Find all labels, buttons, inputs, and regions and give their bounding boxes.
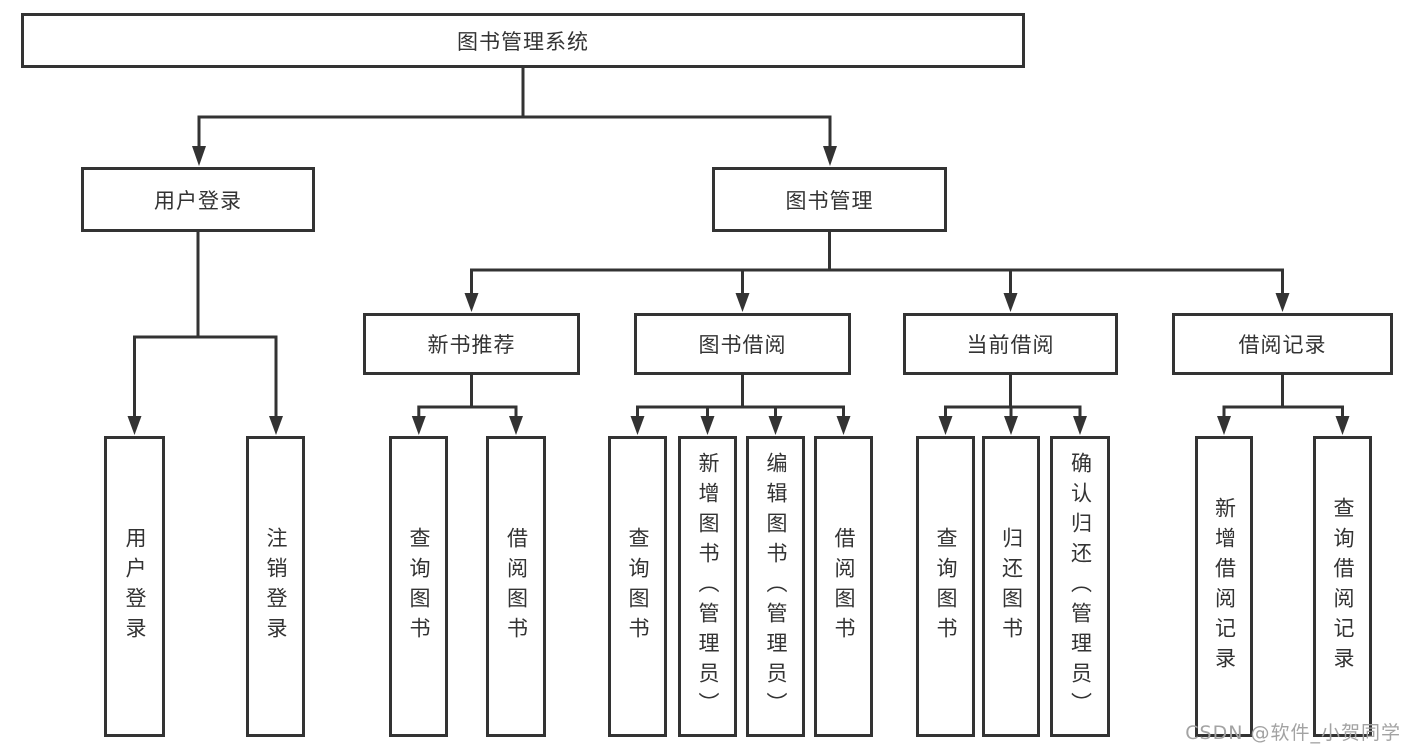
leaf-bb-edit-books-admin: 编辑图书（管理员）: [746, 436, 805, 737]
node-label: 查询借阅记录: [1331, 496, 1355, 677]
arrowheads: [127, 146, 1350, 435]
node-label: 新增图书（管理员）: [696, 451, 720, 722]
node-label: 当前借阅: [966, 333, 1055, 357]
leaf-cb-query-books: 查询图书: [916, 436, 975, 737]
node-label: 借阅图书: [832, 526, 856, 647]
leaf-nbr-borrow-books: 借阅图书: [486, 436, 546, 737]
node-label: 查询图书: [626, 526, 650, 647]
leaf-user-login: 用户登录: [104, 436, 165, 737]
node-label: 注销登录: [264, 526, 288, 647]
node-label: 新书推荐: [427, 333, 516, 357]
node-user-login: 用户登录: [81, 167, 315, 232]
node-new-book-recommend: 新书推荐: [363, 313, 580, 375]
connector-group: [133, 68, 1344, 417]
node-label: 图书借阅: [698, 333, 787, 357]
leaf-cb-confirm-return-admin: 确认归还（管理员）: [1050, 436, 1110, 737]
leaf-logout: 注销登录: [246, 436, 305, 737]
node-label: 用户登录: [123, 526, 147, 647]
leaf-bb-add-books-admin: 新增图书（管理员）: [678, 436, 737, 737]
node-label: 确认归还（管理员）: [1068, 451, 1093, 722]
leaf-cb-return-books: 归还图书: [982, 436, 1040, 737]
node-book-borrow: 图书借阅: [634, 313, 851, 375]
node-label: 借阅记录: [1238, 333, 1327, 357]
leaf-br-query-borrow-record: 查询借阅记录: [1313, 436, 1372, 737]
node-current-borrow: 当前借阅: [903, 313, 1118, 375]
leaf-br-add-borrow-record: 新增借阅记录: [1195, 436, 1253, 737]
node-label: 用户登录: [154, 188, 242, 213]
leaf-bb-query-books: 查询图书: [608, 436, 667, 737]
node-label: 查询图书: [934, 526, 958, 647]
node-label: 图书管理系统: [457, 29, 589, 54]
node-label: 新增借阅记录: [1212, 496, 1237, 677]
node-label: 借阅图书: [504, 526, 529, 647]
node-label: 编辑图书（管理员）: [764, 451, 788, 722]
leaf-bb-borrow-books: 借阅图书: [814, 436, 873, 737]
node-root-system: 图书管理系统: [21, 13, 1025, 68]
node-label: 归还图书: [999, 526, 1024, 647]
node-book-management: 图书管理: [712, 167, 947, 232]
csdn-watermark: CSDN @软件_小贺同学: [1185, 722, 1401, 744]
leaf-nbr-query-books: 查询图书: [389, 436, 448, 737]
node-label: 图书管理: [785, 188, 874, 213]
node-borrow-records: 借阅记录: [1172, 313, 1393, 375]
node-label: 查询图书: [407, 526, 431, 647]
